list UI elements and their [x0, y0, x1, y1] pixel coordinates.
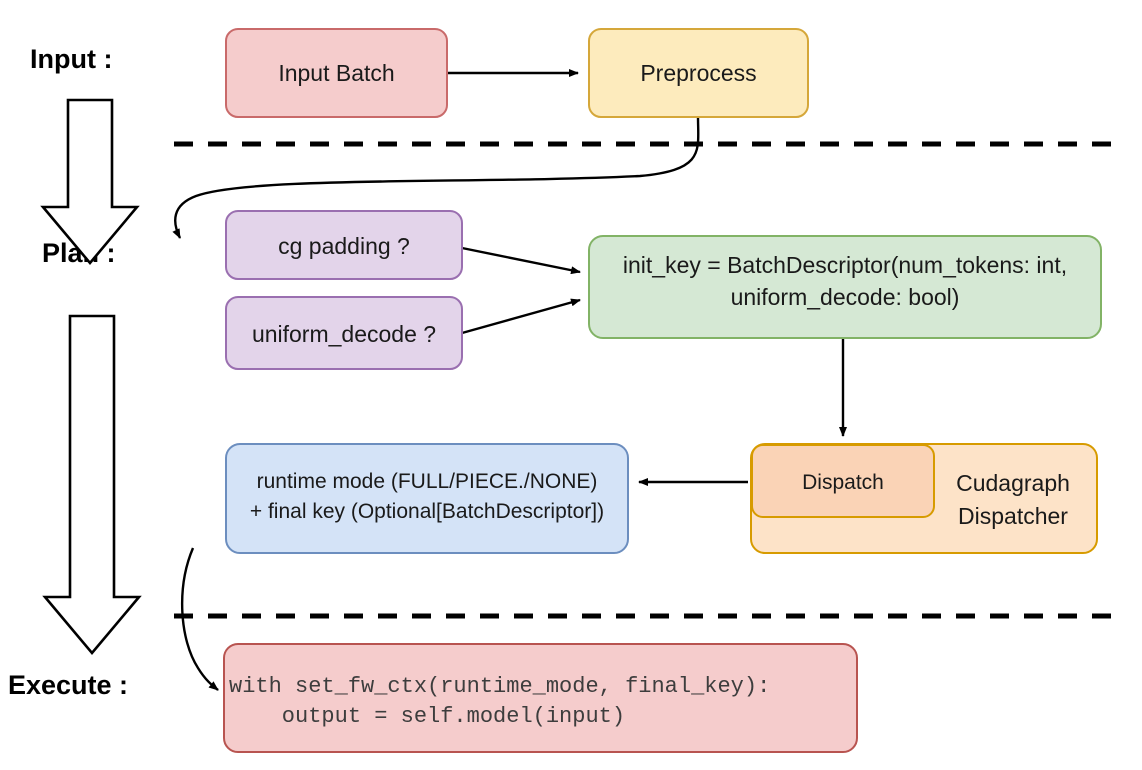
node-execute-code-line1: with set_fw_ctx(runtime_mode, final_key)… — [229, 674, 770, 699]
node-runtime-mode-line1: runtime mode (FULL/PIECE./NONE) — [257, 470, 598, 493]
node-execute-code[interactable]: with set_fw_ctx(runtime_mode, final_key)… — [223, 643, 858, 753]
node-uniform-decode[interactable]: uniform_decode ? — [225, 296, 463, 370]
node-uniform-decode-shape — [225, 296, 463, 370]
node-preprocess-label: Preprocess — [640, 60, 756, 86]
node-cg-padding-label: cg padding ? — [278, 233, 410, 259]
edge-runtime-mode-to-execute-code — [180, 547, 219, 691]
node-execute-code-shape — [223, 643, 858, 753]
node-runtime-mode-shape — [225, 443, 629, 554]
stage-progress-arrow-plan-to-execute — [42, 314, 142, 656]
node-cudagraph-dispatcher-line1: Cudagraph — [956, 470, 1070, 496]
edge-uniform-decode-to-init-key — [461, 298, 581, 335]
node-input-batch-label: Input Batch — [278, 60, 394, 86]
node-cg-padding-shape — [225, 210, 463, 280]
edge-cg-padding-to-init-key — [461, 246, 581, 275]
node-input-batch[interactable]: Input Batch — [225, 28, 448, 118]
node-input-batch-shape — [225, 28, 448, 118]
node-runtime-mode-line2: + final key (Optional[BatchDescriptor]) — [250, 500, 604, 523]
node-cudagraph-dispatcher-line2: Dispatcher — [958, 503, 1068, 529]
node-execute-code-line2: output = self.model(input) — [229, 704, 625, 729]
node-init-key[interactable]: init_key = BatchDescriptor(num_tokens: i… — [588, 235, 1102, 339]
node-dispatch-shape — [751, 444, 935, 518]
node-preprocess-shape — [588, 28, 809, 118]
node-preprocess[interactable]: Preprocess — [588, 28, 809, 118]
node-init-key-shape — [588, 235, 1102, 339]
node-uniform-decode-label: uniform_decode ? — [252, 321, 436, 347]
stage-progress-arrow-input-to-plan — [40, 98, 140, 266]
node-init-key-line1: init_key = BatchDescriptor(num_tokens: i… — [623, 252, 1067, 278]
stage-label-input: Input : — [30, 44, 112, 74]
node-cg-padding[interactable]: cg padding ? — [225, 210, 463, 280]
node-dispatch-label: Dispatch — [802, 471, 884, 494]
node-dispatch[interactable]: Dispatch — [751, 444, 935, 518]
node-runtime-mode[interactable]: runtime mode (FULL/PIECE./NONE) + final … — [225, 443, 629, 554]
node-init-key-line2: uniform_decode: bool) — [731, 284, 960, 310]
edge-preprocess-to-cg-padding — [172, 116, 700, 239]
stage-label-execute: Execute : — [8, 670, 128, 700]
